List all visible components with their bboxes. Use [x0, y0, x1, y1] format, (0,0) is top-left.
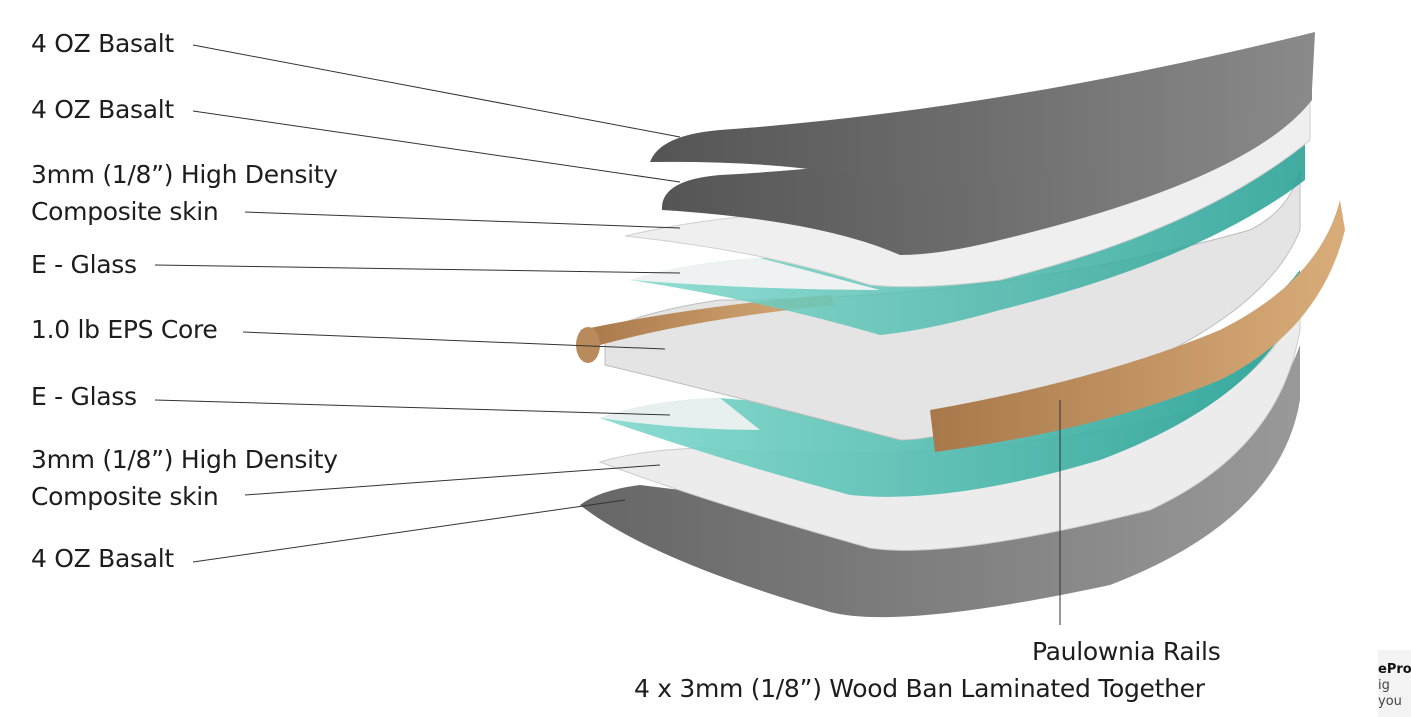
label-bottom-skin-line1: 3mm (1/8”) High Density [31, 445, 338, 474]
label-rails-line1: Paulownia Rails [1032, 637, 1221, 666]
corner-popup[interactable]: ePro ig you [1378, 650, 1411, 717]
rail-front [930, 200, 1345, 452]
rail-back [580, 295, 835, 345]
leader-lines [154, 44, 1061, 625]
label-top-basalt-1: 4 OZ Basalt [31, 29, 174, 58]
label-top-skin-line2: Composite skin [31, 197, 219, 226]
label-bottom-skin-line2: Composite skin [31, 482, 219, 511]
label-top-basalt-2: 4 OZ Basalt [31, 95, 174, 124]
layer-top-basalt [650, 32, 1315, 187]
corner-popup-title: ePro [1378, 662, 1411, 677]
label-rails-line2: 4 x 3mm (1/8”) Wood Ban Laminated Togeth… [634, 674, 1205, 703]
corner-popup-text: ig you [1378, 678, 1402, 709]
label-bottom-basalt: 4 OZ Basalt [31, 544, 174, 573]
layer-bottom-basalt [580, 345, 1300, 618]
layer-bottom-eglass [600, 270, 1300, 497]
label-top-skin-line1: 3mm (1/8”) High Density [31, 160, 338, 189]
label-top-eglass: E - Glass [31, 250, 137, 279]
label-bottom-eglass: E - Glass [31, 382, 137, 411]
label-eps-core: 1.0 lb EPS Core [31, 315, 218, 344]
